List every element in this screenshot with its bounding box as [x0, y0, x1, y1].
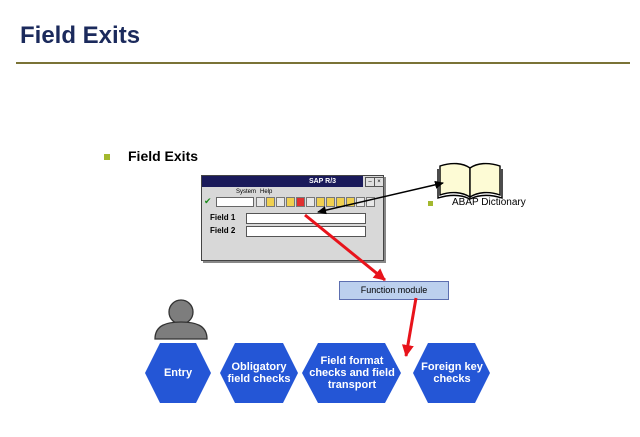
folder-icon: [266, 197, 275, 207]
sap-menubar: System Help: [202, 188, 383, 196]
field-1-input: [246, 213, 366, 224]
command-field: [216, 197, 254, 207]
step-entry-label: Entry: [163, 367, 193, 379]
step-field-format-label: Field format checks and field transport: [309, 355, 395, 391]
abap-dictionary-label: ABAP Dictionary: [452, 197, 526, 208]
step-foreign-key-hexagon: [413, 343, 490, 403]
user-silhouette-icon: [154, 299, 208, 340]
toolbar-button-icon: [276, 197, 285, 207]
bullet-heading: Field Exits: [128, 148, 199, 164]
stop-icon: [296, 197, 305, 207]
step-obligatory-hexagon: [220, 343, 298, 403]
field-1-label: Field 1: [210, 213, 236, 222]
toolbar-button-icon: [306, 197, 315, 207]
bullet-marker: [104, 154, 110, 160]
toolbar-button-icon: [286, 197, 295, 207]
page-title: Field Exits: [20, 22, 141, 49]
step-foreign-key-label: Foreign key checks: [421, 361, 483, 385]
menu-item-system: System: [236, 189, 257, 195]
check-icon: ✔: [204, 196, 212, 206]
dictionary-link-arrow: [317, 180, 444, 215]
step-obligatory-label: Obligatory field checks: [227, 361, 291, 385]
field-to-function-arrow: [304, 213, 386, 282]
field-2-label: Field 2: [210, 226, 236, 235]
function-module-box: Function module: [339, 281, 449, 300]
step-entry-hexagon: [145, 343, 211, 403]
function-module-label: Function module: [360, 285, 428, 295]
step-field-format-hexagon: [302, 343, 401, 403]
field-2-input: [246, 226, 366, 237]
function-to-checks-arrow: [401, 297, 418, 357]
title-divider: [16, 62, 630, 64]
menu-item-help: Help: [260, 189, 273, 195]
toolbar-button-icon: [256, 197, 265, 207]
open-book-icon: [437, 162, 503, 200]
